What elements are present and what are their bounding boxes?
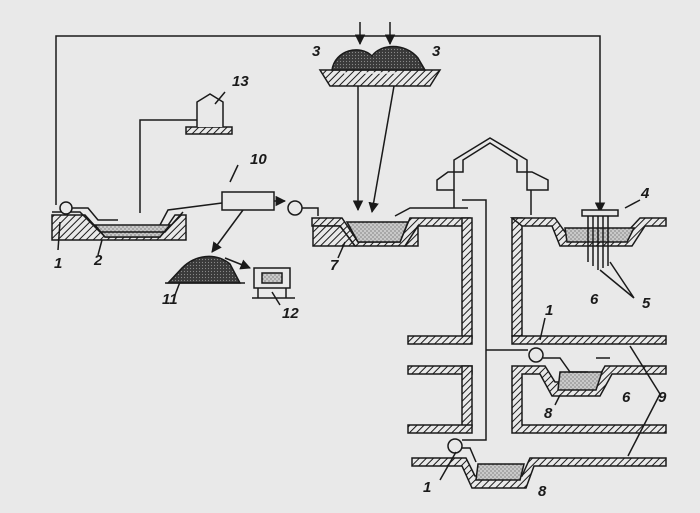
return-line [55,35,606,214]
lance-4 [581,199,641,270]
pond-2 [51,201,223,241]
label-1-left: 1 [54,255,62,272]
leader-9 [627,345,661,457]
label-9: 9 [658,389,667,406]
tank-13 [139,93,233,213]
label-3-right: 3 [432,43,441,60]
label-4: 4 [640,185,650,202]
label-3-left: 3 [312,43,321,60]
label-8-lower: 8 [538,483,547,500]
label-1-upper: 1 [545,302,553,319]
label-10: 10 [250,151,267,168]
gallery-upper [407,335,667,434]
gallery-lower [411,350,667,489]
building [436,137,549,350]
tank-7 [311,207,471,247]
label-7: 7 [330,257,339,274]
label-5: 5 [642,295,651,312]
unit-10 [211,191,319,253]
label-2: 2 [93,252,103,269]
label-13: 13 [232,73,249,90]
label-6-upper: 6 [590,291,599,308]
label-1-lower: 1 [423,479,431,496]
label-12: 12 [282,305,299,322]
label-6-lower: 6 [622,389,631,406]
device-12 [252,267,295,299]
shaft-walls [461,217,667,339]
heap-11 [165,255,251,284]
heaps-3 [318,22,442,214]
leader-5 [599,261,635,299]
label-8-upper: 8 [544,405,553,422]
label-11: 11 [162,291,178,308]
